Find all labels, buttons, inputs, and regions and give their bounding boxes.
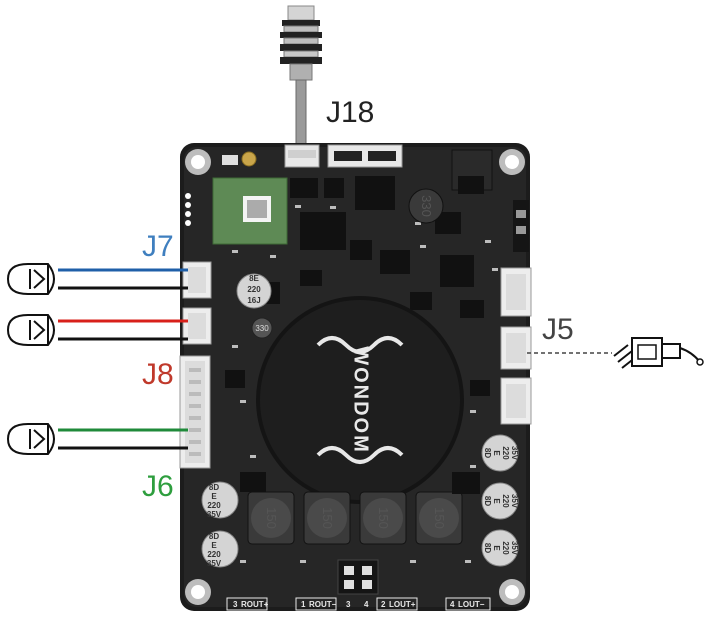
connector-right-bottom	[500, 377, 532, 425]
switch-icon	[613, 337, 704, 369]
output-inductor: 150	[303, 491, 351, 545]
svg-text:8E: 8E	[249, 274, 259, 283]
svg-text:E: E	[492, 498, 501, 504]
svg-text:8D: 8D	[209, 532, 219, 541]
svg-text:LOUT−: LOUT−	[458, 600, 485, 609]
svg-text:150: 150	[376, 507, 391, 529]
svg-text:220: 220	[247, 285, 261, 294]
svg-text:2: 2	[381, 600, 386, 609]
svg-text:8D: 8D	[209, 483, 219, 492]
connector-j6	[179, 355, 211, 469]
main-coil-disc: WONDOM	[256, 296, 464, 504]
silk-rout-plus: 3 ROUT+	[226, 597, 269, 611]
svg-text:150: 150	[320, 507, 335, 529]
capacitor-left: 8D E 220 35V	[201, 530, 239, 568]
led-j7	[6, 263, 188, 295]
silk-rout-minus: 1 ROUT−	[295, 597, 337, 611]
svg-text:35V: 35V	[207, 510, 222, 519]
svg-text:35V: 35V	[510, 541, 519, 556]
mounting-hole	[185, 149, 211, 175]
svg-text:E: E	[492, 545, 501, 551]
pcb-board: 330 8E 220 16J 330	[179, 143, 532, 611]
svg-text:16J: 16J	[247, 296, 260, 305]
connector-j8	[182, 307, 212, 345]
svg-text:8D: 8D	[483, 448, 492, 458]
power-connector	[337, 559, 379, 595]
led-j6	[6, 423, 188, 455]
capacitor-left: 8D E 220 35V	[201, 481, 239, 519]
svg-text:8D: 8D	[483, 496, 492, 506]
svg-text:35V: 35V	[510, 446, 519, 461]
output-inductor: 150	[247, 491, 295, 545]
svg-text:35V: 35V	[207, 559, 222, 568]
brand-logo: WONDOM	[350, 346, 372, 454]
svg-text:4: 4	[450, 600, 455, 609]
connector-j7	[182, 261, 212, 299]
svg-text:8D: 8D	[483, 543, 492, 553]
svg-text:220: 220	[207, 550, 221, 559]
svg-text:150: 150	[432, 507, 447, 529]
svg-text:35V: 35V	[510, 494, 519, 509]
label-j5: J5	[542, 313, 574, 346]
mounting-hole	[499, 149, 525, 175]
inductor-small-mark: 330	[255, 324, 269, 333]
svg-text:1: 1	[301, 600, 306, 609]
svg-text:LOUT+: LOUT+	[389, 600, 416, 609]
silk-lout-minus: 4 LOUT−	[445, 597, 491, 611]
svg-text:220: 220	[207, 501, 221, 510]
capacitor-right: 35V 220 E 8D	[481, 434, 519, 472]
capacitor-right: 35V 220 E 8D	[481, 482, 519, 520]
antenna-connector	[280, 5, 322, 151]
svg-text:220: 220	[501, 446, 510, 460]
svg-text:150: 150	[264, 507, 279, 529]
mounting-hole	[185, 579, 211, 605]
silk-pin-number: 4	[364, 600, 369, 609]
svg-text:E: E	[211, 492, 217, 501]
output-inductor: 150	[415, 491, 463, 545]
led-j8	[6, 314, 188, 346]
label-j18: J18	[326, 96, 375, 129]
svg-text:ROUT+: ROUT+	[241, 600, 269, 609]
svg-text:ROUT−: ROUT−	[309, 600, 337, 609]
label-j8: J8	[142, 358, 174, 391]
label-j6: J6	[142, 470, 174, 503]
svg-text:E: E	[492, 450, 501, 456]
capacitor-right: 35V 220 E 8D	[481, 529, 519, 567]
mounting-hole	[499, 579, 525, 605]
output-inductor: 150	[359, 491, 407, 545]
silk-pin-number: 3	[346, 600, 351, 609]
svg-text:3: 3	[233, 600, 238, 609]
connector-right-top	[500, 267, 532, 317]
silk-lout-plus: 2 LOUT+	[376, 597, 418, 611]
svg-text:220: 220	[501, 541, 510, 555]
svg-text:220: 220	[501, 494, 510, 508]
connector-j5	[500, 326, 532, 370]
capacitor-top: 8E 220 16J	[236, 273, 272, 309]
inductor-mark: 330	[419, 195, 434, 217]
svg-text:E: E	[211, 541, 217, 550]
label-j7: J7	[142, 230, 174, 263]
